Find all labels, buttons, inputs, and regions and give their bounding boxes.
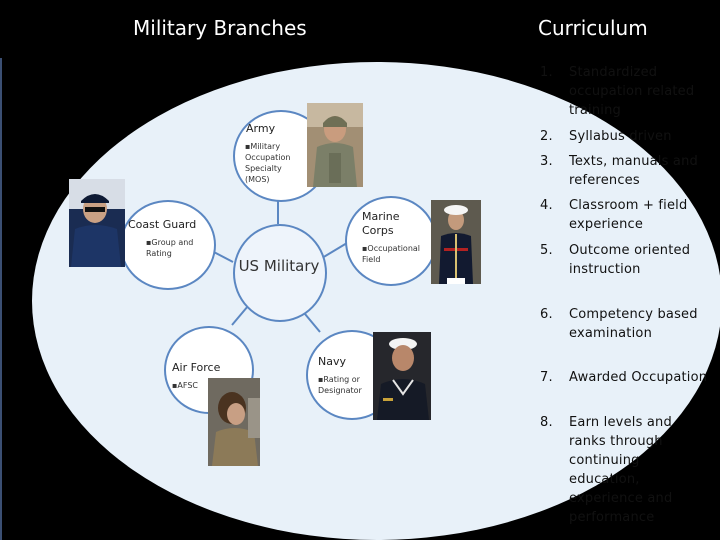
item-text: Classroom + field experience: [569, 196, 709, 234]
item-number: 1.: [540, 63, 564, 82]
item-text: Syllabus driven: [569, 127, 709, 146]
air-force-detail: ▪AFSC: [172, 380, 212, 391]
navy-detail: ▪Rating or Designator: [318, 374, 370, 396]
marine-photo: [431, 200, 481, 284]
item-text: Standardized occupation related training: [569, 63, 709, 120]
item-number: 8.: [540, 413, 564, 432]
coast-guard-photo: [69, 179, 125, 267]
item-number: 4.: [540, 196, 564, 215]
item-text: Awarded Occupation: [569, 368, 709, 387]
coast-guard-title: Coast Guard: [128, 218, 196, 231]
item-text: Competency based examination: [569, 305, 709, 343]
marine-corps-title: Marine Corps: [362, 210, 406, 238]
item-number: 6.: [540, 305, 564, 324]
air-force-title: Air Force: [172, 361, 220, 374]
air-force-photo: [208, 378, 260, 466]
army-title: Army: [246, 122, 275, 135]
item-number: 5.: [540, 241, 564, 260]
marine-corps-detail: ▪Occupational Field: [362, 243, 424, 265]
army-detail: ▪Military Occupation Specialty (MOS): [245, 141, 307, 185]
navy-sailor-photo: [373, 332, 431, 420]
navy-title: Navy: [318, 355, 346, 368]
coast-guard-detail: ▪Group and Rating: [146, 237, 196, 259]
item-text: Outcome oriented instruction: [569, 241, 709, 279]
item-number: 3.: [540, 152, 564, 171]
army-soldier-photo: [307, 103, 363, 187]
hub-label: US Military: [233, 255, 325, 277]
item-number: 2.: [540, 127, 564, 146]
item-text: Texts, manuals and references: [569, 152, 709, 190]
item-number: 7.: [540, 368, 564, 387]
item-text: Earn levels and ranks through continuing…: [569, 413, 709, 527]
